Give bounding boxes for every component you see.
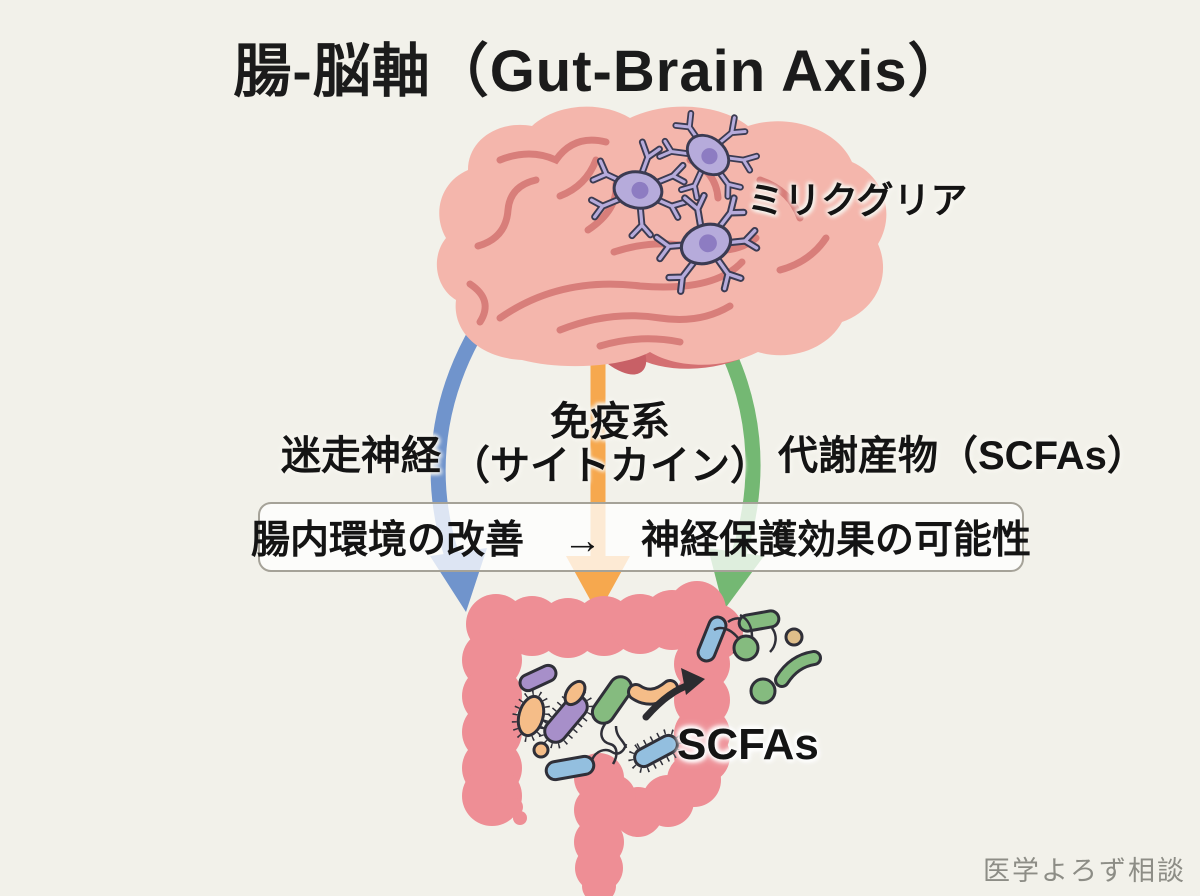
bacterium-tan-dot — [784, 627, 804, 647]
scfas-label: SCFAs — [677, 720, 819, 769]
bacterium-orange-dot — [532, 741, 550, 759]
flagellum — [739, 613, 754, 638]
brain-illustration — [436, 92, 887, 375]
flagellum — [769, 627, 777, 653]
bacterium-green-rod — [590, 675, 634, 725]
brain-cortex — [436, 106, 887, 367]
summary-text: 腸内環境の改善 → 神経保護効果の可能性 — [251, 519, 1032, 562]
bacterium-orange-spiky — [511, 689, 551, 743]
bacterium-green-crescent — [774, 650, 822, 688]
scfa-bacteria-group — [696, 609, 822, 705]
scfa-arrow — [642, 668, 705, 721]
bacterium-purple-spiky-rod — [538, 689, 594, 749]
flagellum — [600, 723, 618, 765]
bacterium-green-ball — [732, 634, 760, 662]
flagellum — [713, 626, 739, 639]
immune-system-label: 免疫系 （サイトカイン） — [448, 400, 772, 488]
bacterium-blue-spiky-rod — [628, 728, 684, 774]
bacterium-orange-bud — [563, 679, 587, 707]
immune-label-line2: （サイトカイン） — [450, 444, 770, 488]
bacterium-green-ball — [749, 677, 777, 705]
bacterium-orange-crescent — [627, 679, 679, 706]
bacterium-purple-rod — [518, 663, 558, 693]
metabolites-label: 代謝産物（SCFAs） — [778, 434, 1147, 478]
flagellum — [614, 725, 628, 749]
watermark: 医学よろず相談 — [983, 856, 1186, 886]
flagellum — [590, 743, 628, 761]
gut-bacteria — [511, 663, 684, 782]
page-title: 腸-脳軸（Gut-Brain Axis） — [233, 39, 967, 104]
bacterium-blue-rod — [544, 754, 596, 782]
vagus-nerve-label: 迷走神経 — [281, 434, 441, 478]
immune-label-line1: 免疫系 — [550, 400, 670, 444]
summary-box: 腸内環境の改善 → 神経保護効果の可能性 — [251, 502, 1031, 572]
microglia-label: ミリクグリア — [747, 180, 968, 221]
colon-illustration — [462, 581, 743, 896]
